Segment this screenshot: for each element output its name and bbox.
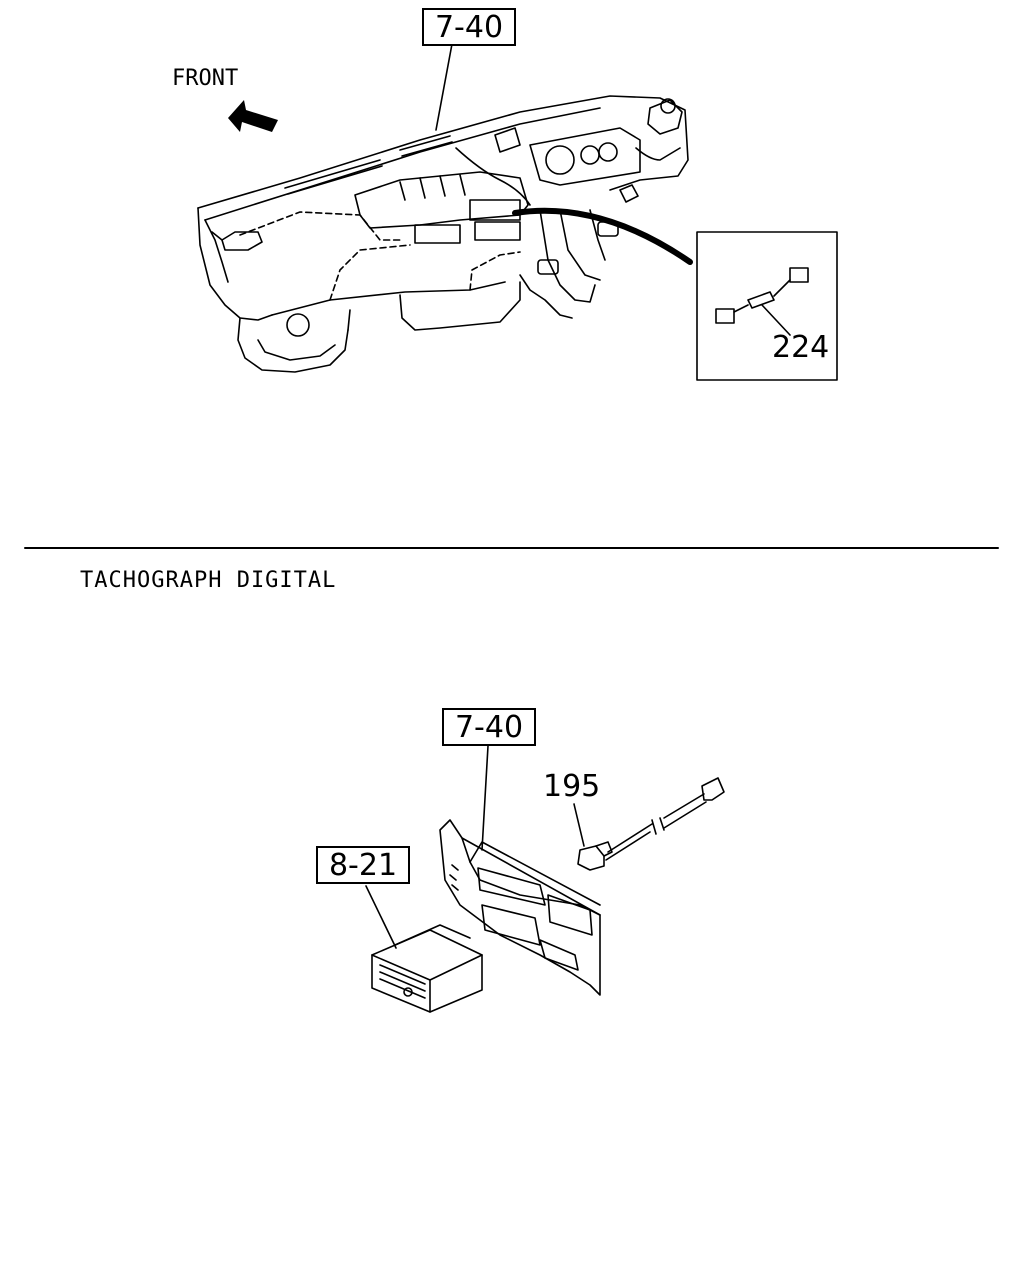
section-title: TACHOGRAPH DIGITAL	[80, 568, 337, 593]
front-label: FRONT	[172, 66, 239, 91]
part-number-195[interactable]: 195	[543, 769, 601, 804]
ref-box-8-21[interactable]: 8-21	[316, 846, 410, 884]
ref-leader-unit	[365, 885, 397, 949]
tachograph-unit-drawing	[371, 924, 483, 1013]
connector-harness-224	[715, 267, 809, 336]
inset-box	[696, 231, 838, 381]
harness-195-drawing	[577, 777, 725, 871]
ref-leader-panel	[481, 745, 489, 851]
trim-panel-drawing	[439, 819, 601, 996]
ref-leader-top	[435, 43, 453, 131]
ref-box-7-40-bottom[interactable]: 7-40	[442, 708, 536, 746]
part-number-224[interactable]: 224	[772, 330, 830, 365]
leader-curve	[512, 207, 693, 265]
part-leader-195	[573, 803, 585, 847]
dashboard-drawing	[197, 95, 689, 373]
front-arrow-icon	[228, 100, 278, 132]
ref-box-7-40-top[interactable]: 7-40	[422, 8, 516, 46]
